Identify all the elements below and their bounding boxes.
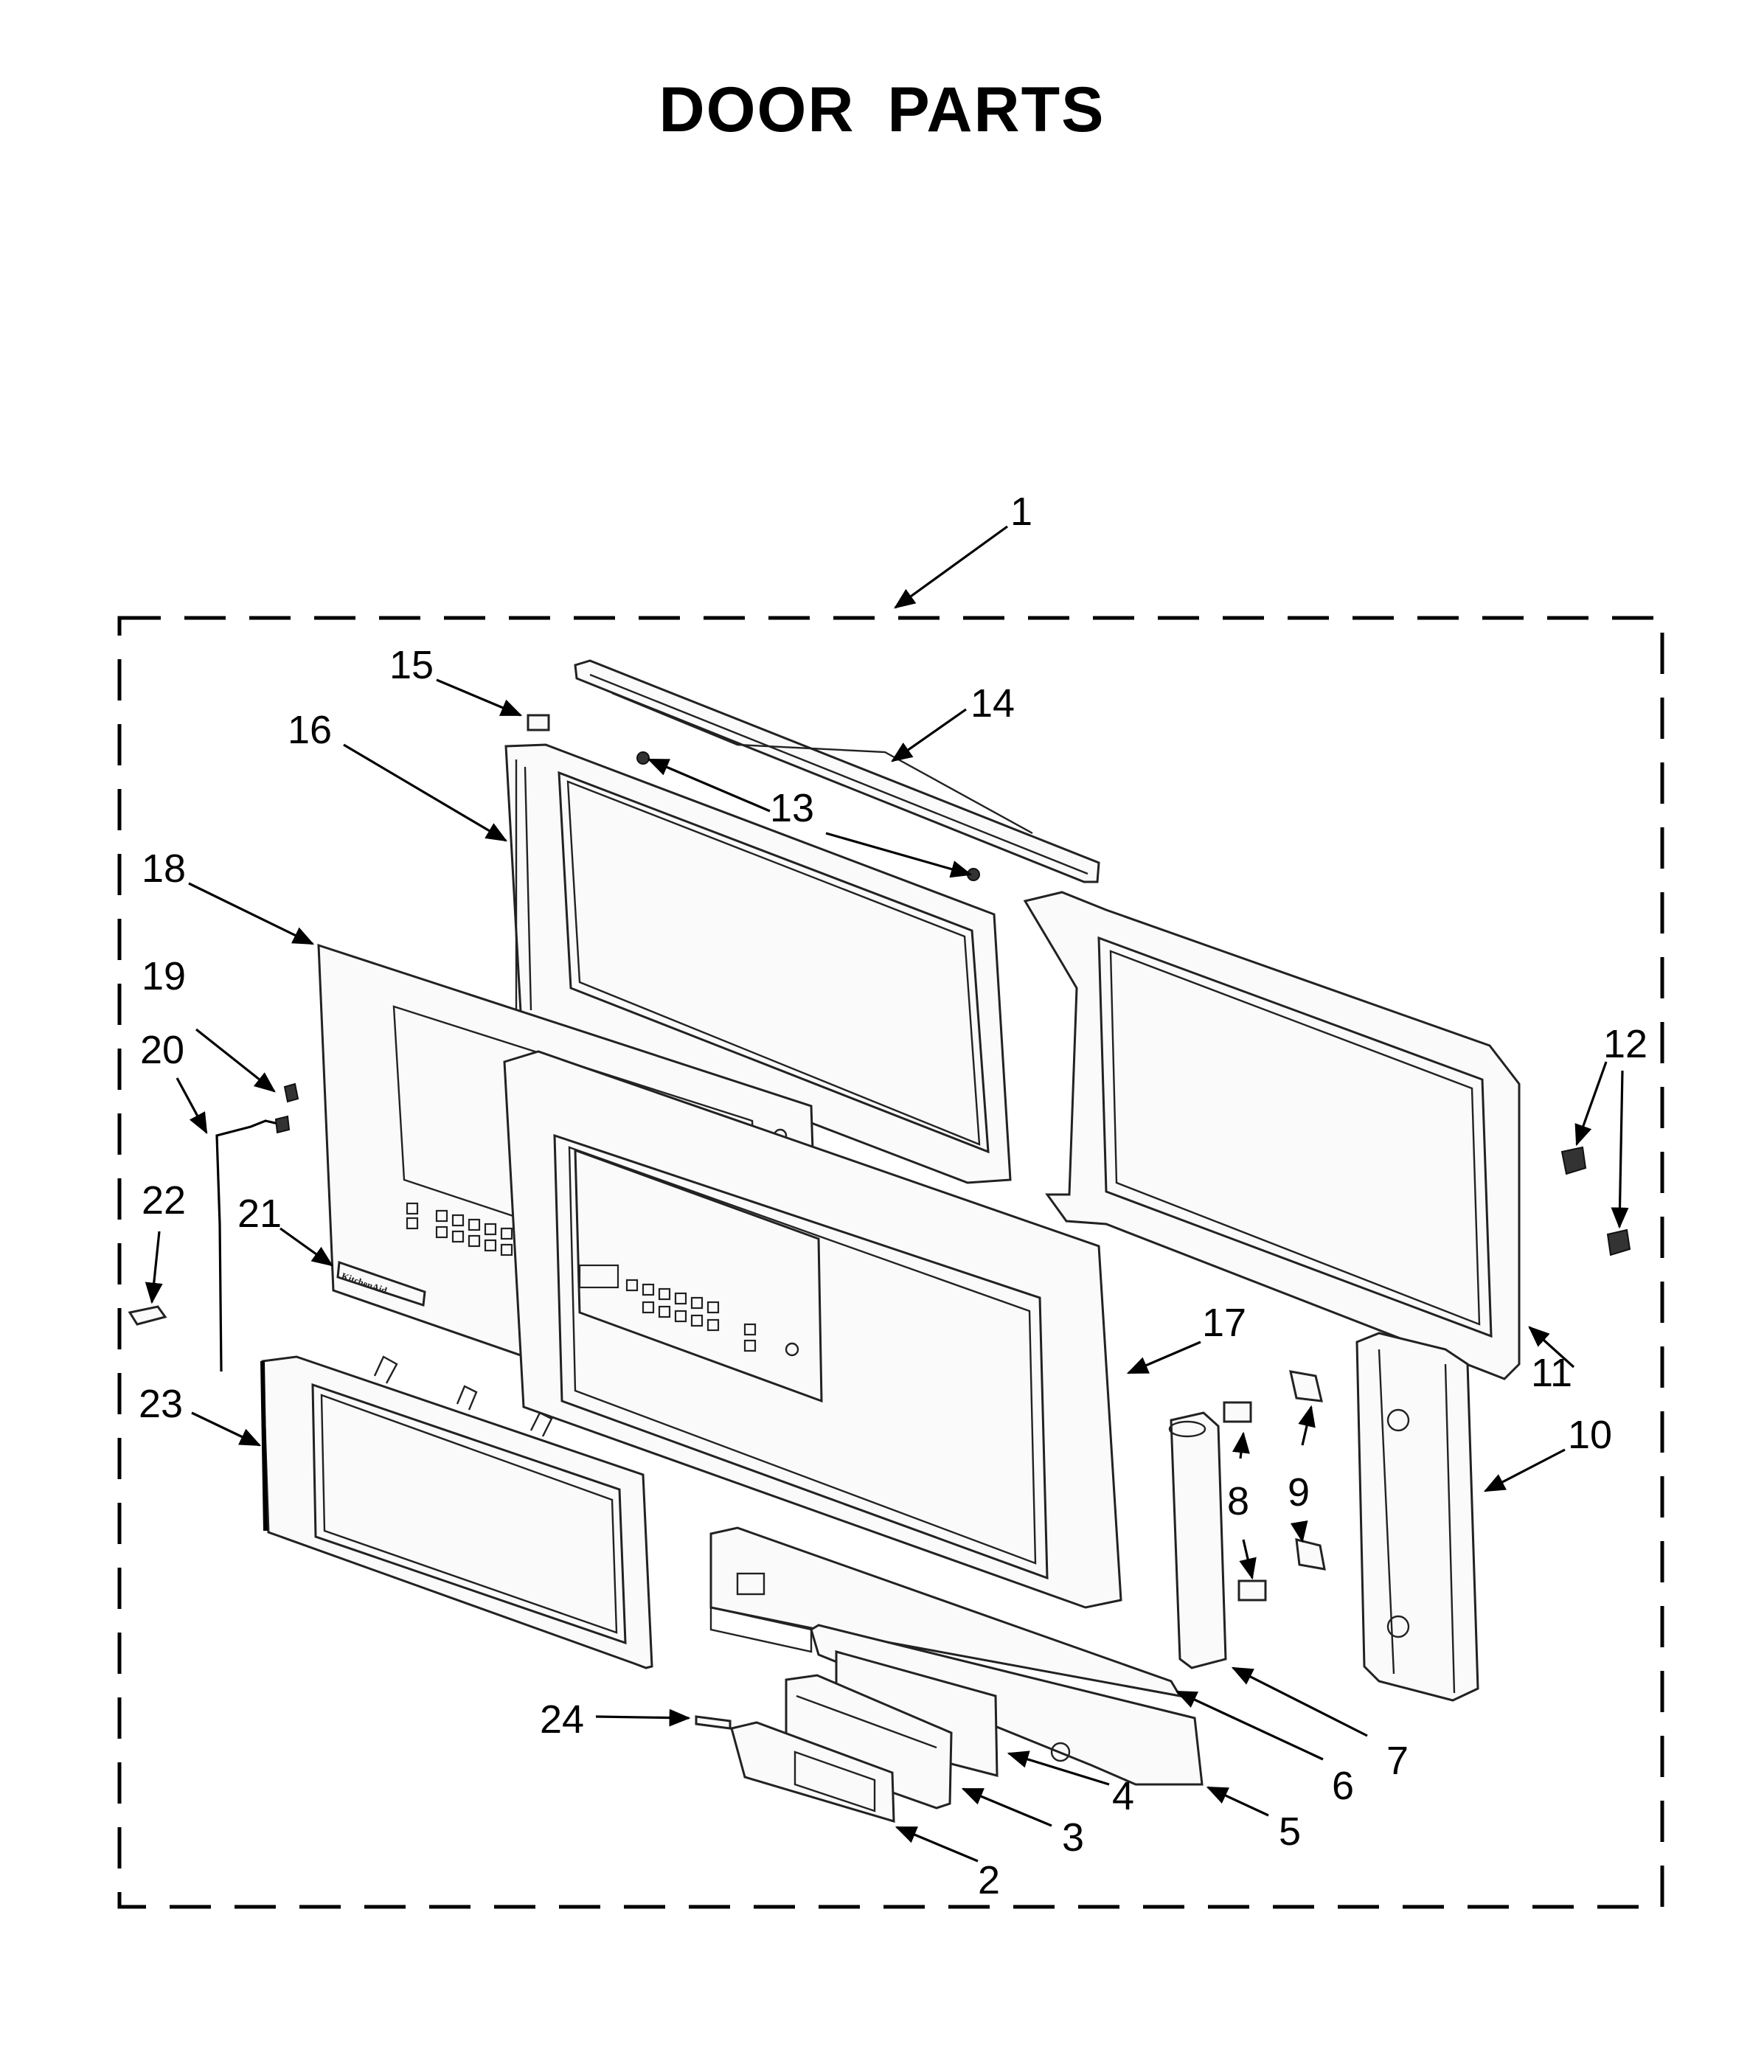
- callout-3: 3: [1062, 1815, 1084, 1860]
- callout-12: 12: [1603, 1022, 1647, 1066]
- callout-21: 21: [237, 1192, 282, 1236]
- callout-18: 18: [142, 846, 186, 891]
- callout-23: 23: [139, 1382, 183, 1426]
- callout-20: 20: [140, 1028, 184, 1072]
- part-11-choke-frame: [1023, 891, 1521, 1380]
- part-24-ribbon-cable: [695, 1715, 732, 1730]
- callout-1: 1: [1010, 490, 1032, 534]
- callout-22: 22: [142, 1178, 186, 1223]
- callout-19: 19: [142, 954, 186, 998]
- part-12-latch-upper: [1560, 1146, 1587, 1175]
- callout-14: 14: [970, 681, 1015, 726]
- part-20-wire-harness: [215, 1115, 291, 1372]
- callout-13: 13: [770, 786, 814, 830]
- callout-5: 5: [1279, 1809, 1301, 1854]
- callout-10: 10: [1568, 1413, 1612, 1457]
- part-19-connector: [283, 1082, 299, 1103]
- callout-9: 9: [1288, 1470, 1310, 1515]
- page-title: DOOR PARTS: [659, 74, 1105, 145]
- callout-15: 15: [389, 643, 434, 687]
- part-10-side-cover: [1355, 1332, 1479, 1702]
- part-17-front-frame: [503, 1050, 1122, 1609]
- callout-8: 8: [1227, 1479, 1249, 1523]
- callout-11: 11: [1531, 1351, 1572, 1395]
- part-12-latch-lower: [1606, 1228, 1631, 1256]
- callout-16: 16: [288, 708, 332, 752]
- leader-lines: [145, 525, 1629, 1863]
- part-9-bracket-lower: [1295, 1538, 1326, 1571]
- part-14-top-trim: [574, 659, 1100, 883]
- part-23-inner-panel: [260, 1355, 653, 1669]
- part-8-switch-lower: [1237, 1579, 1267, 1602]
- callout-17: 17: [1202, 1301, 1246, 1345]
- part-15-clip: [527, 714, 550, 731]
- part-9-bracket-upper: [1289, 1370, 1323, 1402]
- callout-6: 6: [1332, 1764, 1354, 1808]
- callout-2: 2: [978, 1858, 1000, 1902]
- part-8-switch-upper: [1223, 1401, 1252, 1423]
- part-13-screw-top: [636, 751, 650, 765]
- part-7-handle: [1168, 1411, 1227, 1669]
- callout-7: 7: [1386, 1739, 1409, 1783]
- callout-24: 24: [540, 1697, 584, 1742]
- assembly-boundary: [117, 616, 1664, 1909]
- callout-labels: 1 2 3 4 5 6 7 8 9 10 11 12 13 14 15 16 1…: [139, 490, 1647, 1902]
- callout-4: 4: [1112, 1774, 1134, 1818]
- part-22-clip: [128, 1305, 167, 1326]
- part-2-display-board: [730, 1721, 895, 1824]
